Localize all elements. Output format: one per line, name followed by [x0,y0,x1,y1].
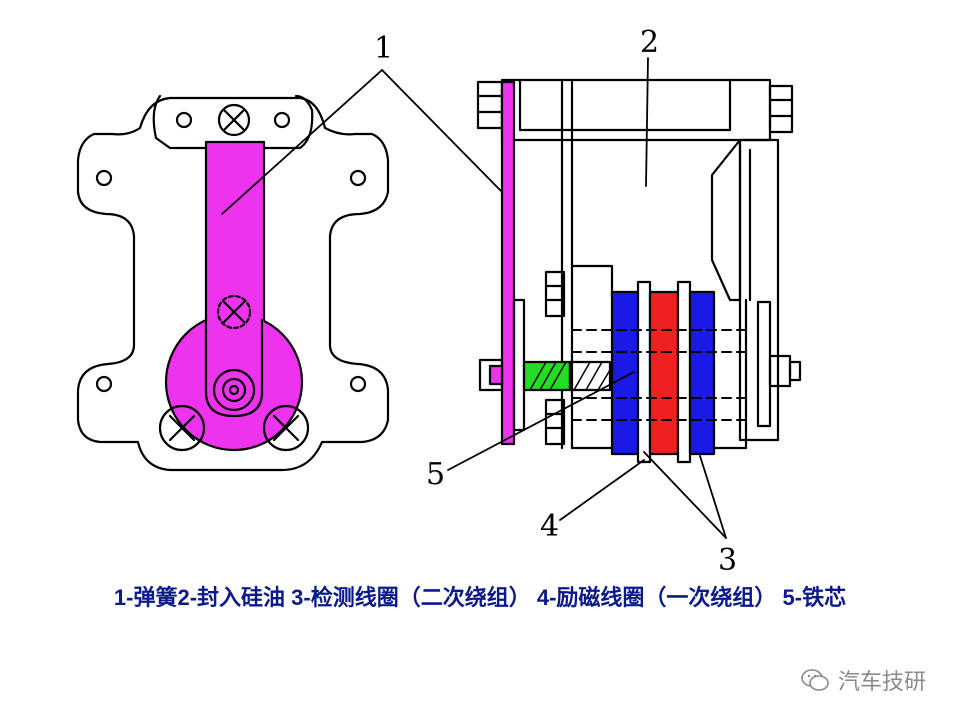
spring-arm [206,142,264,392]
leader-5 [447,371,635,471]
label-3: 3 [718,543,737,578]
pivot-cross [222,300,246,324]
front-top-tab [152,94,314,150]
leader-lines [221,57,727,539]
bolt-head-top-right [768,84,794,134]
front-view [76,94,390,472]
figure-caption: 1-弹簧2-封入硅油 3-检测线圈（二次绕组） 4-励磁线圈（一次绕组） 5-铁… [113,585,847,610]
coil-separator-right [676,280,692,464]
label-5: 5 [426,457,445,492]
leader-3-left [643,451,727,539]
hole-upper-left [95,169,113,187]
leader-2 [645,57,649,187]
pivot-circle [216,294,252,330]
hole-lower-left [95,375,113,393]
detection-coil-right [688,290,716,456]
nut-right-tip [788,360,802,382]
label-1: 1 [374,31,393,66]
mount-ring-outer [212,368,256,412]
front-housing-outline [76,96,390,472]
side-view [476,78,802,464]
leader-4 [559,459,645,521]
nut-right-plate [756,300,772,428]
mount-ring-core [228,384,240,396]
bolt-left-upper [544,270,566,318]
watermark-text: 汽车技研 [837,670,926,695]
right-bracket [738,138,780,442]
hole-top-right [273,111,291,129]
label-4: 4 [540,509,559,544]
excitation-coil [648,290,680,456]
leader-1-left [221,69,383,215]
spring-plate-holder [512,298,526,432]
leader-1-right [381,69,503,193]
iron-core [522,360,572,392]
bolt-left-lower [544,398,566,446]
center-column [560,80,574,450]
leader-3-right [699,455,727,539]
adjust-bolt-nut [488,364,504,386]
detection-coil-left [610,290,640,456]
hole-upper-right [349,169,367,187]
nut-right [768,354,792,388]
spring-plate-side [500,80,516,446]
screw-bottom-right [262,404,310,452]
spring-base-outline [204,318,264,418]
screw-top-cross [222,108,246,132]
wechat-icon [801,669,829,691]
bolt-head-top-left [476,80,504,130]
screw-top-circle [217,103,251,137]
hole-top-left [175,111,193,129]
watermark: 汽车技研 [800,660,926,700]
coil-separator-left [636,280,652,464]
mount-ring-inner [221,377,247,403]
hole-lower-right [349,375,367,393]
label-2: 2 [640,25,659,60]
screw-bottom-left [158,404,206,452]
